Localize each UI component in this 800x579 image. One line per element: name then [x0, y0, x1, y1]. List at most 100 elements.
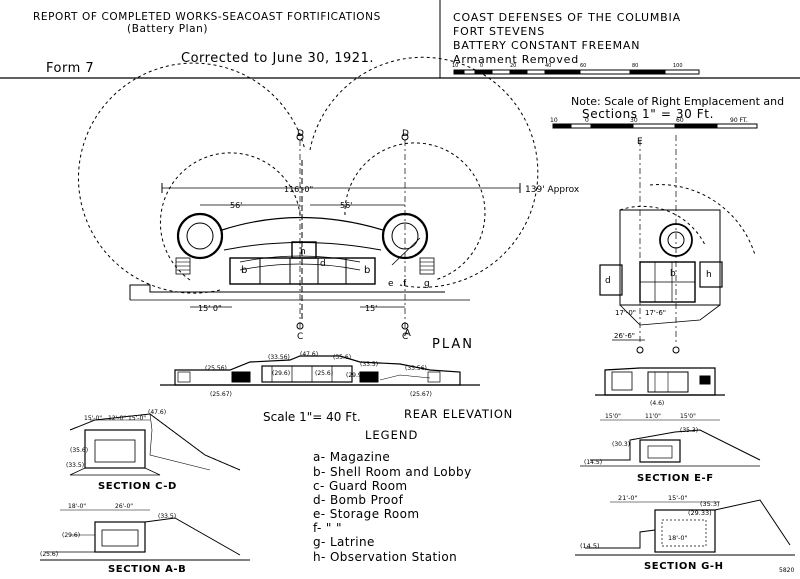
right-emplacement-plan: [599, 135, 756, 354]
right-dim: 17'-0": [615, 309, 636, 317]
elevation-mark: (29.9): [346, 372, 364, 379]
rear-elevation-title: REAR ELEVATION: [404, 407, 514, 421]
corner-mark: 5820: [779, 567, 795, 574]
top-scale-tick: 100: [673, 63, 683, 69]
ab-elev: (25.6): [40, 551, 58, 558]
section-ef-drawing: [580, 419, 761, 467]
plan-scale: Scale 1"= 40 Ft.: [263, 410, 361, 424]
armament-status: Armament Removed: [453, 53, 579, 66]
top-graphic-scale: [453, 69, 700, 75]
cd-dim: 15'-0": [84, 415, 102, 422]
section-ef-label: SECTION E-F: [637, 473, 714, 484]
right-elevation-drawing: [595, 367, 725, 396]
room-label: h: [300, 247, 306, 257]
section-ab-drawing: [40, 509, 250, 561]
form-number: Form 7: [46, 61, 95, 76]
room-label: b: [364, 265, 370, 276]
gh-dim: 21'-0": [618, 494, 638, 502]
elevation-mark: (47.6): [300, 351, 318, 358]
right-fire-arc: [309, 56, 539, 288]
elevation-mark: (33.56): [268, 354, 290, 361]
elevation-mark: (33.56): [405, 365, 427, 372]
corrected-date: Corrected to June 30, 1921.: [181, 51, 374, 66]
cd-dim: 12'-0": [108, 415, 126, 422]
ef-dim: 15'0": [605, 413, 621, 420]
right-scale-tick: 60: [676, 117, 684, 124]
right-dim: 26'-6": [614, 332, 635, 340]
section-ab-label: SECTION A-B: [108, 564, 187, 575]
elevation-mark: (25.6): [315, 370, 333, 377]
elevation-mark: (25.67): [410, 391, 432, 398]
right-scale-tick: 0: [585, 117, 589, 124]
ef-elev: (14.5): [584, 459, 602, 466]
room-label: f: [403, 279, 407, 289]
elevation-mark: (35.6): [333, 354, 351, 361]
right-scale-tick: 90 FT.: [730, 117, 748, 124]
legend-item: f- " ": [313, 521, 342, 535]
legend-item: h- Observation Station: [313, 550, 458, 564]
section-cd-label: SECTION C-D: [98, 481, 177, 492]
ef-dim: 15'0": [680, 413, 696, 420]
dim-bottom-right: 15': [365, 304, 377, 313]
cd-elev: (35.6): [70, 447, 88, 454]
dim-center: 116'-0": [284, 185, 313, 194]
report-title: REPORT OF COMPLETED WORKS-SEACOAST FORTI…: [33, 11, 381, 23]
section-marker: D: [402, 129, 409, 139]
gh-elev: (35.3): [700, 500, 720, 508]
elevation-mark: (33.5): [360, 361, 378, 368]
room-label: g: [424, 279, 430, 289]
right-section-marker: E: [637, 137, 643, 147]
plan-title: PLAN: [432, 337, 474, 352]
scale-note-line1: Note: Scale of Right Emplacement and: [571, 95, 785, 108]
section-marker: C: [402, 332, 408, 342]
dim-bottom-left: 15' 0": [198, 304, 222, 313]
gh-elev: (14.5): [580, 542, 600, 550]
section-gh-drawing: [575, 499, 795, 556]
elevation-mark: (29.6): [272, 370, 290, 377]
battery-name: BATTERY CONSTANT FREEMAN: [453, 39, 641, 52]
section-marker: C: [297, 332, 303, 342]
elevation-mark: (25.67): [210, 391, 232, 398]
section-cd-drawing: [69, 413, 241, 476]
dim-right: 56': [340, 201, 352, 210]
gh-dim: 15'-0": [668, 494, 688, 502]
left-gun-pit: [176, 212, 224, 260]
ef-elev: (30.3): [612, 441, 630, 448]
ab-elev: (29.6): [62, 532, 80, 539]
top-scale-tick: 40: [545, 63, 551, 69]
ab-dim: 18'-0": [68, 503, 86, 510]
right-scale-tick: 30: [630, 117, 638, 124]
coast-defenses-title: COAST DEFENSES OF THE COLUMBIA: [453, 11, 681, 24]
gh-elev: (29.33): [688, 509, 712, 517]
left-fire-arc: [78, 62, 306, 294]
legend-item: g- Latrine: [313, 535, 375, 549]
legend-item: a- Magazine: [313, 450, 391, 464]
top-scale-tick: 0: [480, 63, 483, 69]
right-scale-tick: 10: [550, 117, 558, 124]
legend-item: c- Guard Room: [313, 479, 408, 493]
right-dim: 17'-6": [645, 309, 666, 317]
battery-plan-subtitle: (Battery Plan): [127, 23, 209, 35]
gh-dim: 18'-0": [668, 534, 688, 542]
rear-elevation-drawing: [160, 355, 480, 386]
room-label: b: [241, 265, 247, 276]
legend-title: LEGEND: [365, 428, 419, 442]
legend-item: d- Bomb Proof: [313, 493, 404, 507]
room-label: e: [388, 279, 394, 289]
right-graphic-scale: [552, 123, 758, 129]
dim-left: 56': [230, 201, 242, 210]
arrow-label: A: [404, 328, 411, 339]
right-room-label: b: [670, 269, 676, 279]
top-scale-tick: 20: [510, 63, 516, 69]
battery-plan: [78, 56, 539, 330]
legend-item: b- Shell Room and Lobby: [313, 465, 472, 479]
ef-dim: 11'0": [645, 413, 661, 420]
cd-elev: (47.6): [148, 409, 166, 416]
cd-elev: (33.5): [66, 462, 84, 469]
room-label: d: [320, 259, 326, 269]
right-room-label: d: [605, 276, 611, 286]
observation-station: [291, 241, 317, 259]
elevation-mark: (25.56): [205, 365, 227, 372]
right-room-label: h: [706, 270, 712, 280]
